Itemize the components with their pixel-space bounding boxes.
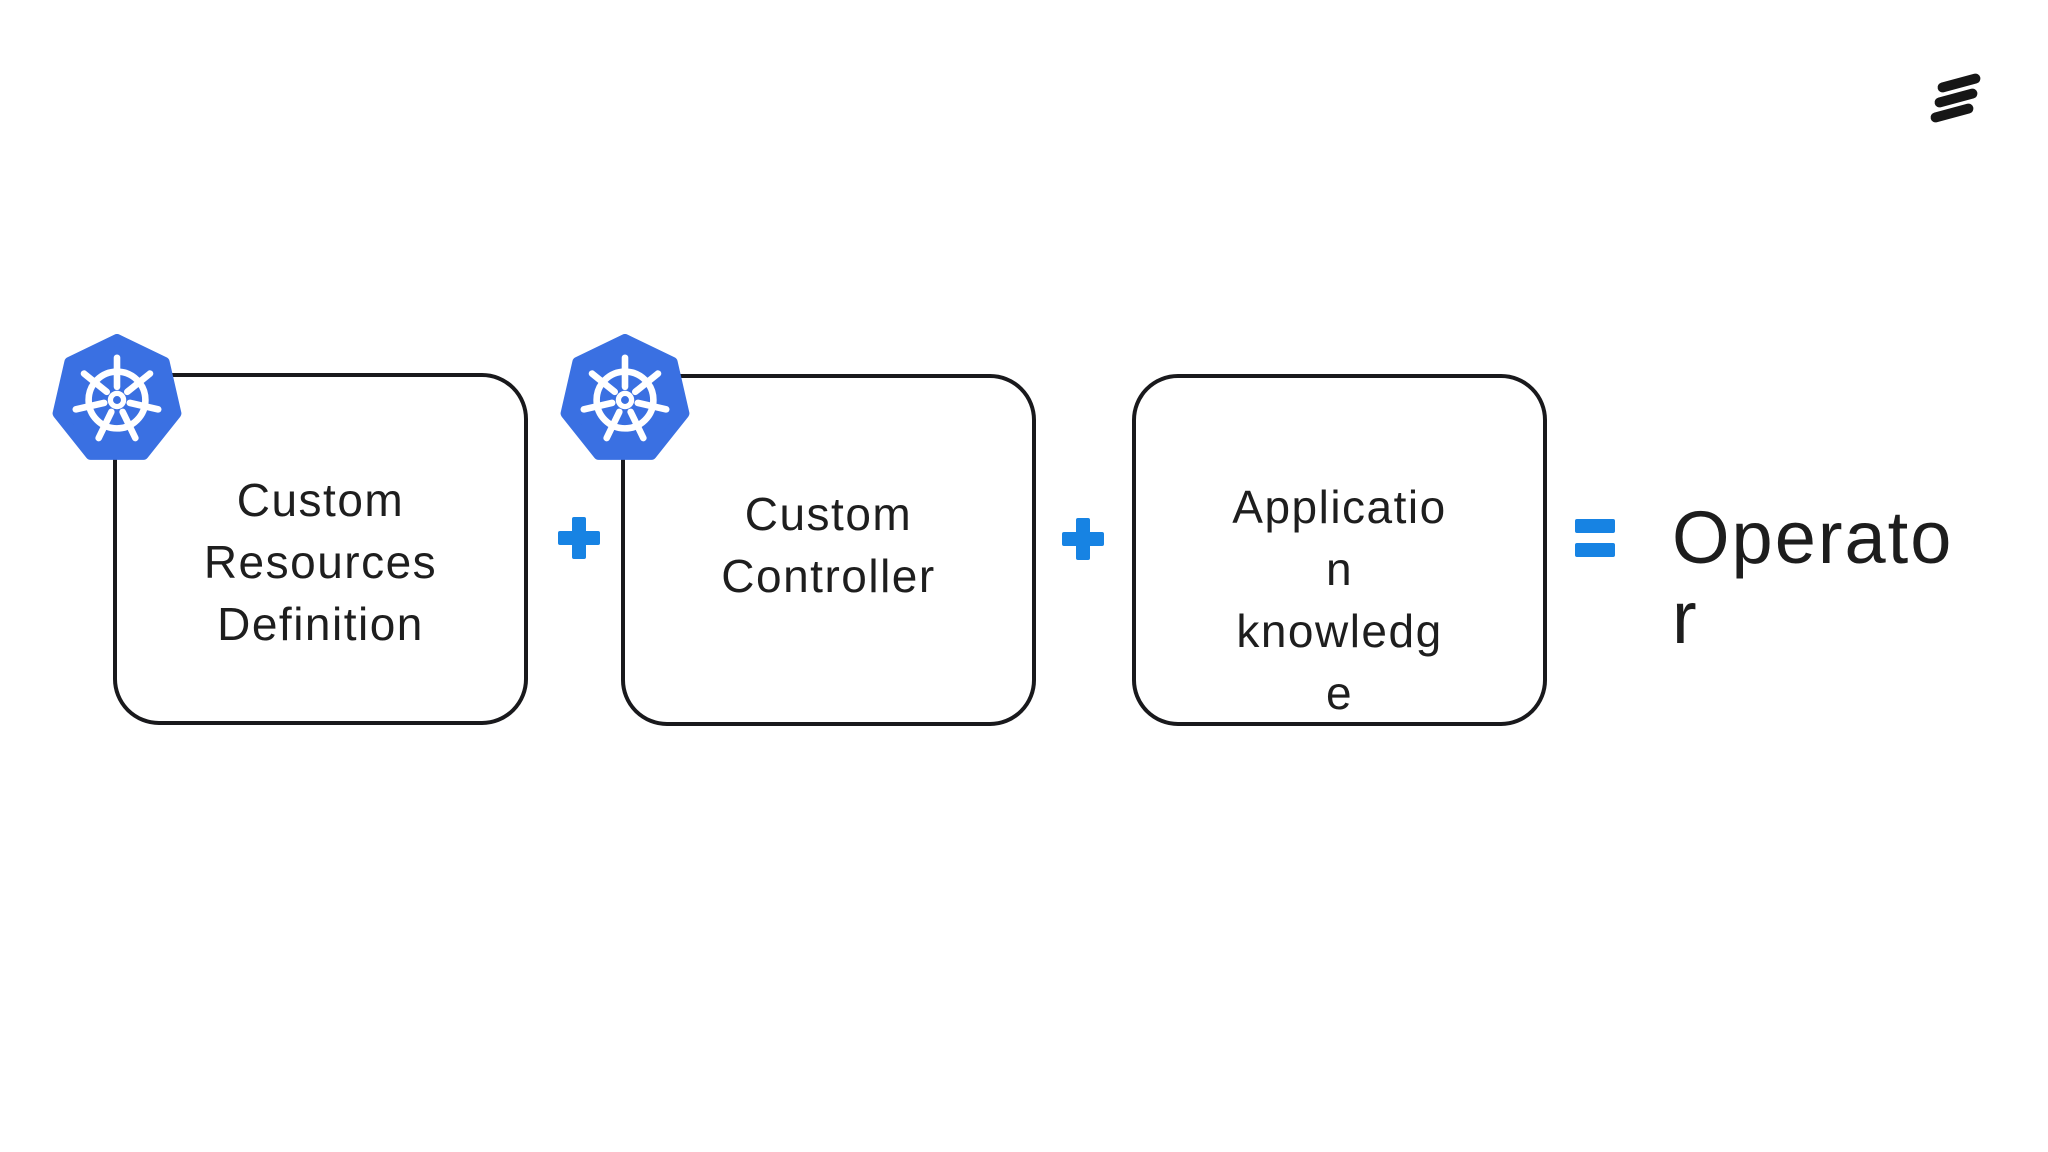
box-label: Custom Resources Definition [204, 469, 437, 655]
box-application-knowledge: Applicatio n knowledg e [1132, 374, 1547, 726]
box-label: Custom Controller [721, 483, 935, 607]
box-label-line: Applicatio [1232, 481, 1447, 533]
box-label-line: Definition [217, 598, 424, 650]
box-label-line: Resources [203, 536, 438, 588]
plus-bar [1076, 518, 1090, 560]
kubernetes-icon [560, 334, 690, 460]
result-operator-label: Operato r [1672, 498, 1953, 658]
result-label-line: r [1672, 576, 1699, 659]
equals-bar [1575, 519, 1615, 533]
box-label-line: e [1325, 667, 1354, 719]
box-label: Applicatio n knowledg e [1232, 476, 1446, 724]
equals-icon [1575, 519, 1615, 557]
result-label-line: Operato [1672, 496, 1954, 579]
box-custom-resources-definition: Custom Resources Definition [113, 373, 528, 725]
box-custom-controller: Custom Controller [621, 374, 1036, 726]
kubernetes-icon [52, 334, 182, 460]
box-label-line: n [1325, 543, 1354, 595]
equals-bar [1575, 543, 1615, 557]
box-label-line: Custom [744, 488, 913, 540]
box-label-line: knowledg [1236, 605, 1443, 657]
box-label-line: Custom [236, 474, 405, 526]
box-label-line: Controller [721, 550, 936, 602]
plus-icon [558, 517, 600, 559]
plus-bar [572, 517, 586, 559]
plus-icon [1062, 518, 1104, 560]
ericsson-logo-icon [1929, 72, 1984, 130]
